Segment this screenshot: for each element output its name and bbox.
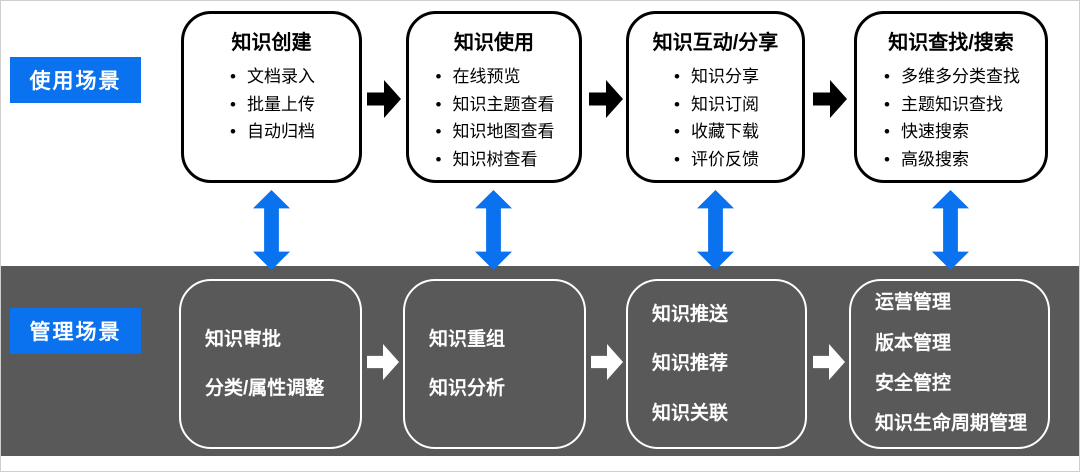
usage-box-knowledge-creation: 知识创建 文档录入 批量上传 自动归档 bbox=[181, 11, 362, 183]
box-item: 主题知识查找 bbox=[882, 91, 1020, 119]
box-item: 知识地图查看 bbox=[434, 118, 555, 146]
management-box-operations: 运营管理 版本管理 安全管控 知识生命周期管理 bbox=[849, 279, 1050, 449]
box-item: 自动归档 bbox=[228, 118, 315, 146]
usage-box-knowledge-interaction-share: 知识互动/分享 知识分享 知识订阅 收藏下载 评价反馈 bbox=[626, 11, 805, 183]
box-item-list: 多维多分类查找 主题知识查找 快速搜索 高级搜索 bbox=[882, 63, 1020, 173]
management-section-label: 管理场景 bbox=[10, 308, 141, 354]
box-item: 知识关联 bbox=[652, 402, 729, 424]
box-item-list: 知识分享 知识订阅 收藏下载 评价反馈 bbox=[672, 63, 759, 173]
flow-arrow-right-icon bbox=[589, 80, 623, 118]
box-item: 知识树查看 bbox=[434, 146, 555, 174]
box-item: 评价反馈 bbox=[672, 146, 759, 174]
sync-arrow-vertical-icon bbox=[475, 190, 512, 270]
box-item: 高级搜索 bbox=[882, 146, 1020, 174]
flow-arrow-right-icon bbox=[813, 80, 847, 118]
box-item: 收藏下载 bbox=[672, 118, 759, 146]
box-item: 知识订阅 bbox=[672, 91, 759, 119]
sync-arrow-vertical-icon bbox=[253, 190, 290, 270]
sync-arrow-vertical-icon bbox=[932, 190, 969, 270]
box-item: 知识分析 bbox=[429, 378, 506, 399]
box-item: 分类/属性调整 bbox=[205, 378, 325, 399]
box-item: 文档录入 bbox=[228, 63, 315, 91]
box-item: 知识推荐 bbox=[652, 353, 729, 375]
flow-arrow-right-icon bbox=[367, 80, 401, 118]
box-item: 快速搜索 bbox=[882, 118, 1020, 146]
usage-box-knowledge-search: 知识查找/搜索 多维多分类查找 主题知识查找 快速搜索 高级搜索 bbox=[854, 11, 1048, 183]
box-item: 知识重组 bbox=[429, 328, 506, 350]
box-title: 知识使用 bbox=[454, 32, 534, 54]
management-box-approval: 知识审批 分类/属性调整 bbox=[179, 279, 362, 449]
box-title: 知识创建 bbox=[231, 32, 312, 54]
box-item: 知识推送 bbox=[652, 303, 729, 325]
box-item: 批量上传 bbox=[228, 91, 315, 119]
sync-arrow-vertical-icon bbox=[697, 190, 734, 270]
box-item: 版本管理 bbox=[875, 332, 952, 354]
box-title: 知识查找/搜索 bbox=[888, 32, 1014, 54]
box-item: 安全管控 bbox=[875, 373, 952, 394]
box-item: 知识审批 bbox=[205, 328, 282, 350]
management-box-push-recommend: 知识推送 知识推荐 知识关联 bbox=[626, 279, 807, 449]
usage-section-label: 使用场景 bbox=[10, 57, 141, 103]
box-item: 知识主题查看 bbox=[434, 91, 555, 119]
box-item: 多维多分类查找 bbox=[882, 63, 1020, 91]
usage-box-knowledge-use: 知识使用 在线预览 知识主题查看 知识地图查看 知识树查看 bbox=[406, 11, 582, 183]
box-item-list: 文档录入 批量上传 自动归档 bbox=[228, 63, 315, 146]
box-item: 知识分享 bbox=[672, 63, 759, 91]
box-item: 在线预览 bbox=[434, 63, 555, 91]
box-title: 知识互动/分享 bbox=[652, 32, 779, 54]
box-item: 运营管理 bbox=[875, 292, 952, 314]
box-item: 知识生命周期管理 bbox=[875, 413, 1028, 435]
box-item-list: 在线预览 知识主题查看 知识地图查看 知识树查看 bbox=[434, 63, 555, 173]
management-box-restructure-analysis: 知识重组 知识分析 bbox=[403, 279, 586, 449]
